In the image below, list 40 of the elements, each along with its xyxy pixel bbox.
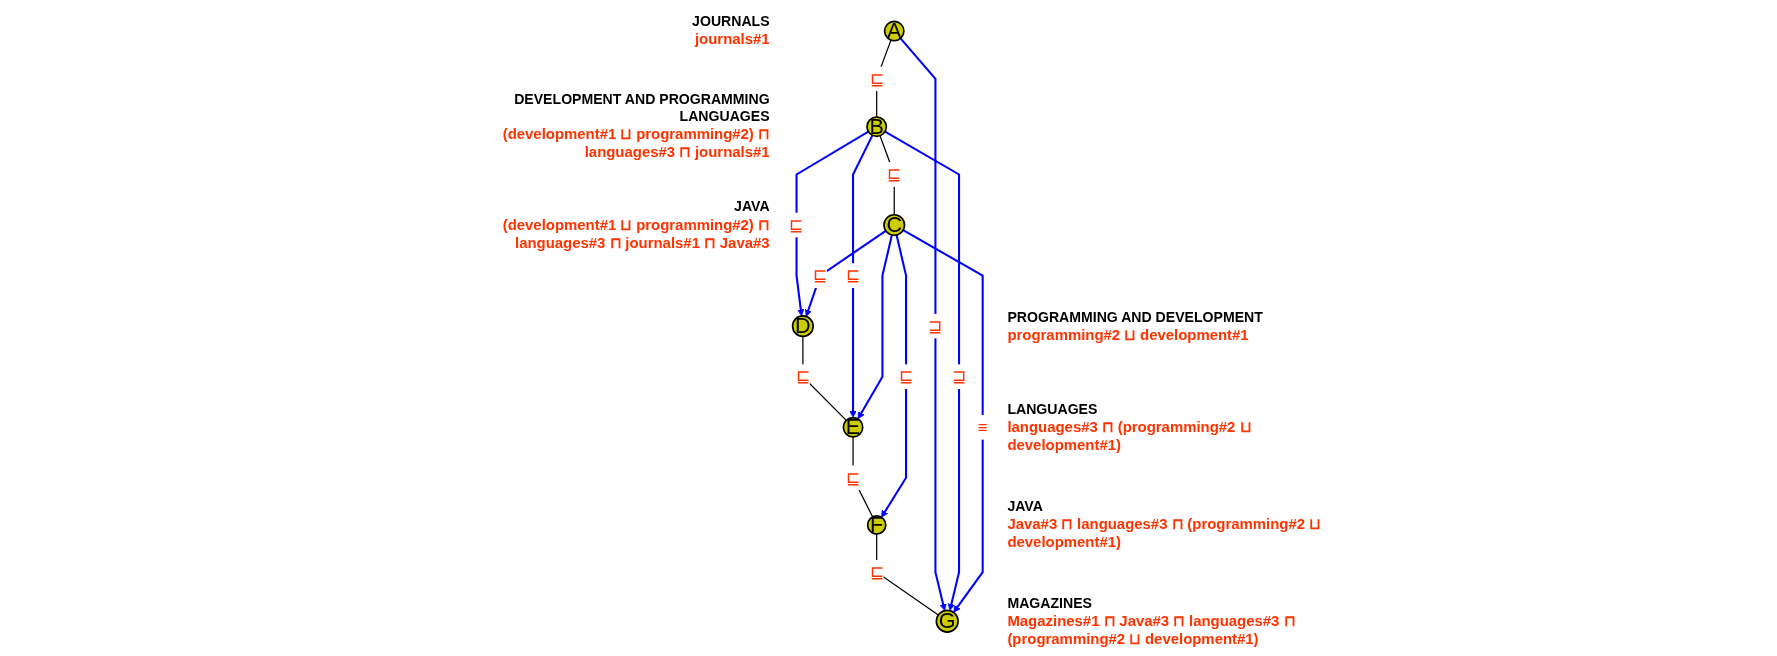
node-circle: D	[791, 315, 814, 338]
category-heading: JAVA	[1007, 498, 1044, 516]
edge-label: ⊑	[846, 468, 861, 487]
node-circle: F	[866, 515, 887, 535]
arrow	[902, 229, 984, 613]
node-circle: B	[866, 116, 888, 138]
edge-label: ⊑	[846, 266, 861, 285]
node-circle: E	[842, 416, 864, 438]
concept-expression: Java#3 ⊓ languages#3 ⊓ (programming#2 ⊔ development#1)	[1007, 515, 1322, 552]
arrow	[899, 37, 947, 611]
category-heading: PROGRAMMING AND DEVELOPMENT	[1007, 308, 1264, 326]
edge-label: ⊑	[795, 367, 810, 386]
edge-label: ⊑	[789, 215, 804, 235]
edge-label: ⊒	[952, 367, 967, 386]
arrow	[849, 134, 874, 418]
concept-expression: programming#2 ⊔ development#1	[1007, 325, 1250, 344]
concept-expression: (development#1 ⊔ programming#2) ⊓ languages#3 ⊓ journals#1	[501, 125, 770, 162]
category-heading: JOURNALS	[691, 13, 770, 31]
edge-label: ⊑	[869, 69, 884, 88]
edge-label: ⊑	[869, 563, 884, 582]
arrow	[804, 229, 887, 317]
category-heading: MAGAZINES	[1007, 594, 1093, 612]
node-circle: C	[883, 213, 906, 237]
concept-expression: Magazines#1 ⊓ Java#3 ⊓ languages#3 ⊓ (programming#2 ⊔ development#1)	[1007, 611, 1297, 648]
arrow	[857, 234, 893, 420]
arrow	[881, 234, 908, 518]
node-circle: A	[883, 20, 905, 42]
category-heading: JAVA	[733, 198, 770, 216]
category-heading: DEVELOPMENT AND PROGRAMMING LANGUAGES	[513, 91, 770, 125]
edge-label: ⊑	[899, 367, 914, 386]
concept-expression: (development#1 ⊔ programming#2) ⊓ languages#3 ⊓ journals#1 ⊓ Java#3	[501, 215, 770, 252]
node-circle: G	[935, 609, 959, 633]
arrow	[795, 130, 869, 317]
edge-label: ⊑	[813, 266, 828, 285]
edge-label: ⊒	[928, 317, 943, 336]
concept-expression: languages#3 ⊓ (programming#2 ⊔ development#1)	[1007, 417, 1253, 454]
edge-label: ⊑	[887, 165, 902, 184]
concept-expression: journals#1	[693, 30, 770, 49]
edge-label: ≡	[977, 418, 988, 437]
category-heading: LANGUAGES	[1007, 400, 1099, 418]
